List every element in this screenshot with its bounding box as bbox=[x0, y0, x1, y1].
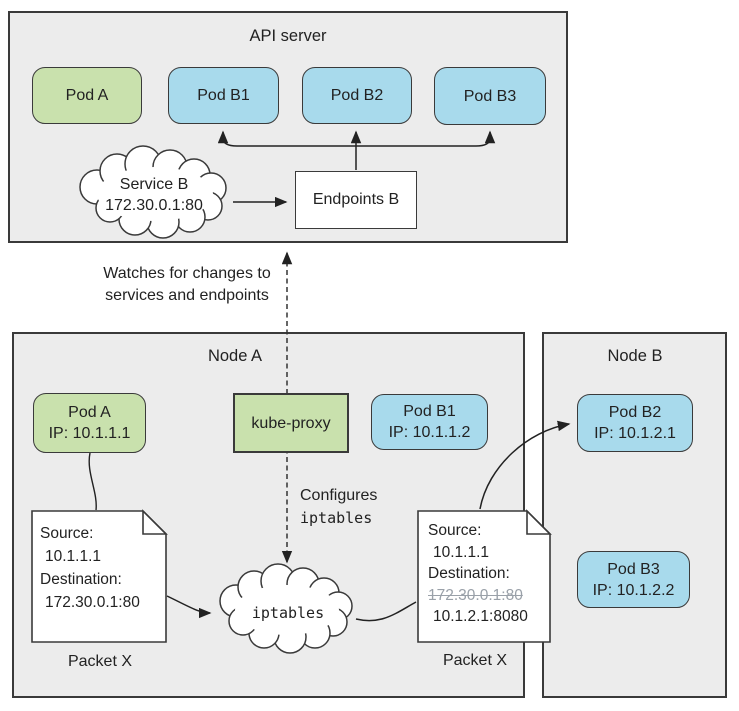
pod-b2-node: Pod B2 IP: 10.1.2.1 bbox=[577, 394, 693, 452]
packet-x-after-text: Source: 10.1.1.1 Destination: 172.30.0.1… bbox=[428, 520, 528, 628]
pod-a-api: Pod A bbox=[32, 67, 142, 124]
pod-b2-node-name: Pod B2 bbox=[608, 404, 662, 421]
pod-b1-node-ip: IP: 10.1.1.2 bbox=[388, 424, 471, 441]
packet-after-source-label: Source: bbox=[428, 522, 482, 539]
packet-x-before-caption: Packet X bbox=[67, 653, 133, 670]
line-pod-a-to-packet bbox=[88, 452, 97, 511]
service-b-cloud-label: Service B 172.30.0.1:80 bbox=[74, 174, 234, 216]
configures-note-line2: iptables bbox=[300, 509, 373, 527]
packet-after-dest-label: Destination: bbox=[428, 565, 510, 582]
endpoints-b-label: Endpoints B bbox=[312, 191, 400, 208]
packet-x-before-doc bbox=[31, 509, 168, 643]
service-b-name: Service B bbox=[119, 176, 189, 193]
packet-after-dest-old: 172.30.0.1:80 bbox=[428, 586, 523, 604]
iptables-cloud-label: iptables bbox=[251, 604, 325, 622]
packet-x-before-text: Source: 10.1.1.1 Destination: 172.30.0.1… bbox=[40, 522, 140, 614]
arrow-packet-to-pod-b2 bbox=[479, 420, 571, 510]
pod-b1-node-name: Pod B1 bbox=[403, 403, 456, 420]
packet-before-dest-label: Destination: bbox=[40, 571, 122, 588]
line-iptables-to-packet bbox=[355, 601, 417, 622]
packet-x-after-doc bbox=[417, 509, 552, 643]
node-a-title: Node A bbox=[207, 347, 263, 365]
pod-b3-api: Pod B3 bbox=[434, 67, 546, 125]
iptables-cloud bbox=[219, 563, 353, 654]
packet-before-source-label: Source: bbox=[40, 525, 94, 542]
service-b-cloud bbox=[79, 145, 227, 239]
pod-a-node-name: Pod A bbox=[68, 404, 111, 421]
pod-b2-api: Pod B2 bbox=[302, 67, 412, 124]
configures-note: Configures iptables bbox=[300, 485, 377, 529]
pod-b1-node: Pod B1 IP: 10.1.1.2 bbox=[371, 394, 488, 450]
pod-b3-node-name: Pod B3 bbox=[607, 560, 660, 578]
watches-note-line1: Watches for changes to bbox=[103, 265, 271, 282]
pod-a-node: Pod A IP: 10.1.1.1 bbox=[33, 393, 146, 453]
service-b-ip: 172.30.0.1:80 bbox=[105, 197, 203, 214]
pod-b3-node-ip: IP: 10.1.2.2 bbox=[592, 581, 675, 599]
packet-x-after-caption: Packet X bbox=[442, 652, 508, 669]
arrow-endpoints-to-pod-b3 bbox=[356, 130, 496, 147]
pod-a-node-ip: IP: 10.1.1.1 bbox=[48, 425, 131, 442]
packet-before-dest: 172.30.0.1:80 bbox=[45, 594, 140, 611]
pod-b1-api: Pod B1 bbox=[168, 67, 279, 124]
api-server-title: API server bbox=[249, 27, 327, 45]
watches-note-line2: services and endpoints bbox=[105, 287, 269, 304]
packet-before-source: 10.1.1.1 bbox=[45, 548, 102, 565]
pod-b2-node-ip: IP: 10.1.2.1 bbox=[594, 425, 676, 442]
configures-note-line1: Configures bbox=[300, 487, 378, 504]
packet-after-source: 10.1.1.1 bbox=[433, 543, 490, 561]
arrow-endpoints-to-pod-b1 bbox=[217, 130, 356, 147]
watches-note: Watches for changes to services and endp… bbox=[77, 263, 297, 307]
arrow-packet-to-iptables bbox=[166, 595, 212, 619]
node-b-title: Node B bbox=[607, 347, 663, 365]
node-b-box bbox=[542, 332, 727, 698]
packet-after-dest-new: 10.1.2.1:8080 bbox=[433, 608, 528, 625]
pod-b3-node: Pod B3 IP: 10.1.2.2 bbox=[577, 551, 690, 608]
endpoints-b-box: Endpoints B bbox=[295, 171, 417, 229]
kube-proxy-box: kube-proxy bbox=[233, 393, 349, 453]
